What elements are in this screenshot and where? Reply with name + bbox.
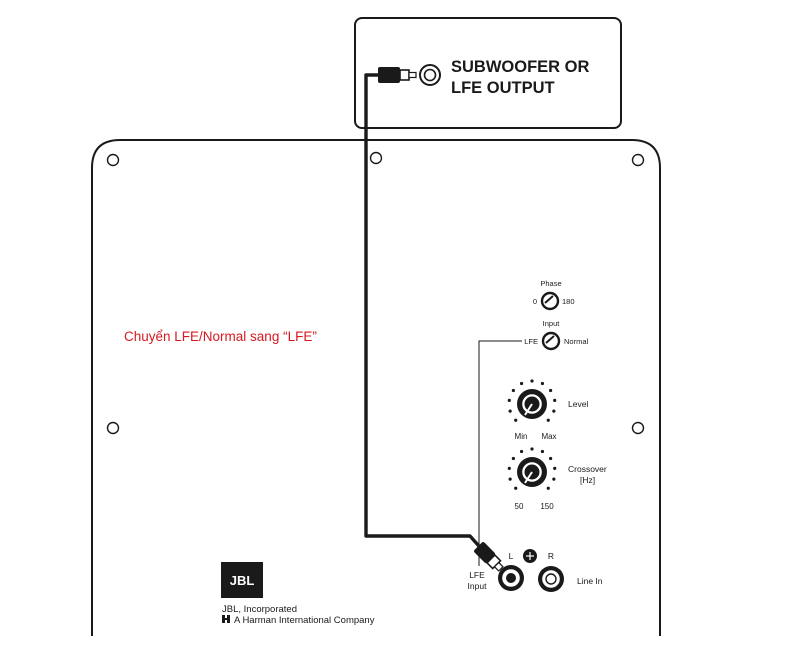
instruction-text: Chuyển LFE/Normal sang “LFE” [124, 329, 317, 344]
lfe-cable [364, 73, 488, 556]
mount-holes [106, 151, 645, 435]
level-knob[interactable] [517, 389, 547, 419]
level-scale-dots [507, 379, 557, 422]
input-rca-plug [474, 542, 504, 572]
output-box [354, 17, 622, 129]
scale-dot [511, 456, 515, 461]
crossover-knob[interactable] [517, 457, 547, 487]
rca-plug-icon [474, 542, 496, 564]
level-min-label: Min [515, 432, 528, 441]
input-title: Input [543, 319, 561, 328]
amp-panel [91, 139, 661, 636]
crossover-min-label: 50 [515, 502, 524, 511]
scale-dot [514, 486, 518, 490]
scale-dot [530, 447, 534, 451]
company-name: JBL, Incorporated [222, 604, 297, 615]
scale-dot [540, 381, 545, 386]
input-left-label: LFE [524, 337, 538, 346]
line-in-right-jack[interactable] [538, 566, 564, 592]
scale-dot [508, 477, 512, 481]
lfe-input-label-line2: Input [468, 581, 488, 591]
scale-dot [511, 388, 515, 393]
lfe-input-label-line1: LFE [469, 570, 485, 580]
scale-dot [519, 381, 524, 386]
phase-title: Phase [540, 279, 561, 288]
scale-dot [553, 466, 557, 470]
jbl-logo-text: JBL [230, 573, 255, 588]
level-title: Level [568, 399, 588, 409]
jack-left-label: L [509, 551, 514, 561]
output-rca-plug [378, 67, 417, 83]
output-rca-jack[interactable] [419, 64, 441, 86]
line-in-label: Line In [577, 576, 603, 586]
mount-hole-icon [631, 153, 645, 167]
lfe-input-jack[interactable] [498, 565, 524, 591]
scale-dot [530, 379, 534, 383]
phase-left-label: 0 [533, 297, 537, 306]
mount-hole-icon [106, 153, 120, 167]
rca-plug-icon [378, 67, 400, 83]
jbl-logo-icon [221, 562, 263, 598]
crossover-max-label: 150 [540, 502, 554, 511]
scale-dot [519, 449, 524, 454]
scale-dot [546, 418, 550, 422]
input-switch[interactable] [541, 331, 561, 351]
toggle-switch-icon [541, 331, 561, 351]
phase-right-label: 180 [562, 297, 575, 306]
scale-dot [553, 398, 557, 402]
mount-hole-icon [631, 421, 645, 435]
scale-dot [549, 456, 553, 461]
phase-switch[interactable] [540, 291, 560, 311]
harman-logo [222, 615, 230, 623]
scale-dot [546, 486, 550, 490]
input-right-label: Normal [564, 337, 589, 346]
ground-screw [523, 549, 537, 563]
scale-dot [507, 466, 511, 470]
scale-dot [508, 409, 512, 413]
scale-dot [514, 418, 518, 422]
scale-dot [552, 477, 556, 481]
toggle-switch-icon [540, 291, 560, 311]
output-label-line1: SUBWOOFER OR [451, 58, 589, 76]
mount-hole-icon [369, 151, 383, 165]
jbl-logo: JBL [221, 562, 263, 598]
mount-hole-icon [106, 421, 120, 435]
crossover-scale-dots [507, 447, 557, 490]
harman-logo-icon [222, 615, 230, 623]
scale-dot [552, 409, 556, 413]
scale-dot [507, 398, 511, 402]
scale-dot [540, 449, 545, 454]
output-label-line2: LFE OUTPUT [451, 79, 555, 97]
jack-right-label: R [548, 551, 554, 561]
crossover-title-line1: Crossover [568, 464, 607, 474]
lfe-pointer-line [478, 340, 522, 566]
parent-company: A Harman International Company [234, 615, 375, 626]
crossover-title-line2: [Hz] [580, 475, 595, 485]
scale-dot [549, 388, 553, 393]
level-max-label: Max [541, 432, 556, 441]
